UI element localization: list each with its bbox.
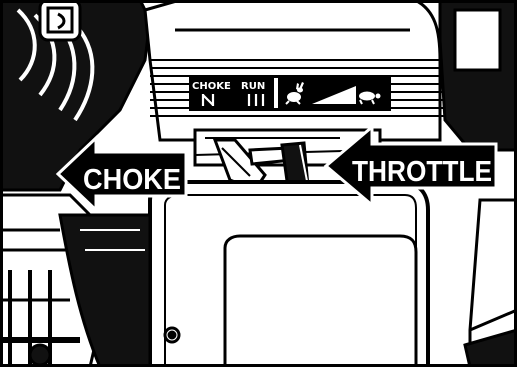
decal-choke-label: CHOKE: [192, 81, 231, 92]
air-filter-cover: [150, 182, 428, 367]
decal-divider: [274, 78, 278, 108]
control-housing: [145, 0, 445, 140]
choke-arrow-label: CHOKE: [83, 164, 181, 196]
throttle-arrow-label: THROTTLE: [352, 156, 492, 188]
decal-run-label: RUN: [241, 81, 265, 92]
